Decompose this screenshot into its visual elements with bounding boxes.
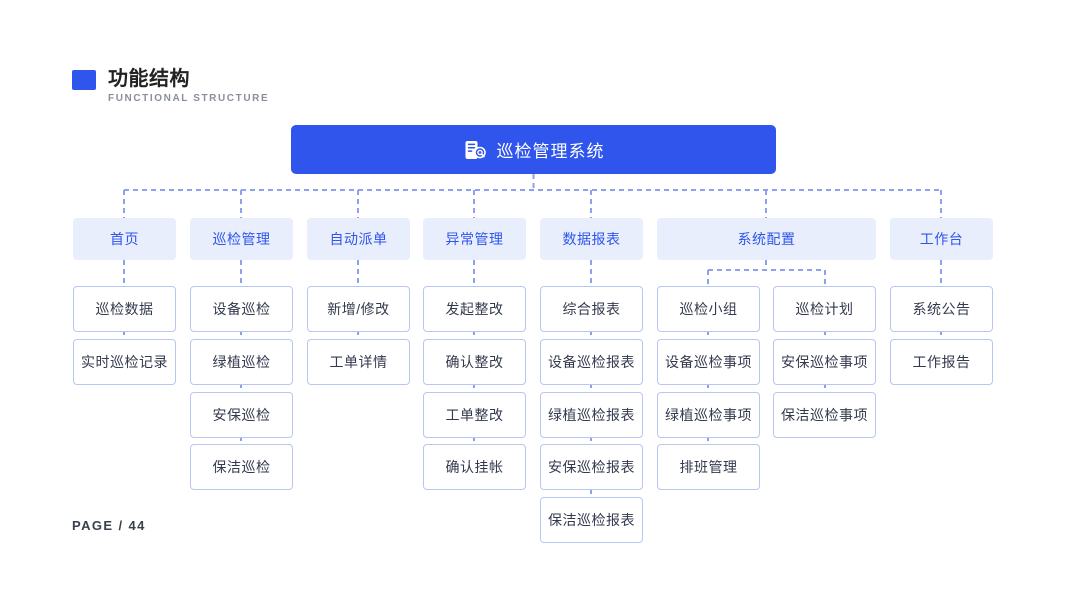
node-workbench-child-1[interactable]: 系统公告 (890, 286, 993, 332)
node-label: 安保巡检报表 (548, 459, 635, 475)
node-workbench[interactable]: 工作台 (890, 218, 993, 260)
node-system-config[interactable]: 系统配置 (657, 218, 876, 260)
inspection-app-icon (465, 140, 486, 159)
root-node[interactable]: 巡检管理系统 (291, 125, 776, 174)
page-subtitle: FUNCTIONAL STRUCTURE (108, 93, 270, 104)
node-inspection-management-label: 巡检管理 (212, 231, 271, 247)
node-inspection-management[interactable]: 巡检管理 (190, 218, 293, 260)
node-label: 工作报告 (912, 354, 971, 370)
node-home-child-2[interactable]: 实时巡检记录 (73, 339, 176, 385)
node-exception-management-child-3[interactable]: 工单整改 (423, 392, 526, 438)
node-auto-dispatch-child-1[interactable]: 新增/修改 (307, 286, 410, 332)
node-home-label: 首页 (110, 231, 139, 247)
node-data-reports-child-2[interactable]: 设备巡检报表 (540, 339, 643, 385)
node-exception-management-child-4[interactable]: 确认挂帐 (423, 444, 526, 490)
node-label: 确认挂帐 (445, 459, 504, 475)
node-home-child-1[interactable]: 巡检数据 (73, 286, 176, 332)
node-label: 系统公告 (912, 301, 971, 317)
root-node-label: 巡检管理系统 (496, 142, 605, 161)
node-workbench-child-2[interactable]: 工作报告 (890, 339, 993, 385)
node-auto-dispatch-child-2[interactable]: 工单详情 (307, 339, 410, 385)
node-data-reports[interactable]: 数据报表 (540, 218, 643, 260)
node-label: 巡检计划 (795, 301, 854, 317)
node-data-reports-child-1[interactable]: 综合报表 (540, 286, 643, 332)
page-title: 功能结构 (108, 68, 190, 90)
header-accent-square (72, 70, 96, 90)
node-label: 设备巡检事项 (665, 354, 752, 370)
node-system-config-child-l4[interactable]: 排班管理 (657, 444, 760, 490)
node-label: 保洁巡检事项 (781, 407, 868, 423)
node-label: 工单整改 (445, 407, 504, 423)
node-label: 发起整改 (445, 301, 504, 317)
node-system-config-child-l2[interactable]: 设备巡检事项 (657, 339, 760, 385)
node-exception-management-child-1[interactable]: 发起整改 (423, 286, 526, 332)
node-label: 安保巡检 (212, 407, 271, 423)
node-exception-management-child-2[interactable]: 确认整改 (423, 339, 526, 385)
node-system-config-child-r3[interactable]: 保洁巡检事项 (773, 392, 876, 438)
node-inspection-management-child-3[interactable]: 安保巡检 (190, 392, 293, 438)
node-auto-dispatch-label: 自动派单 (329, 231, 388, 247)
node-label: 确认整改 (445, 354, 504, 370)
node-data-reports-child-3[interactable]: 绿植巡检报表 (540, 392, 643, 438)
node-system-config-child-r1[interactable]: 巡检计划 (773, 286, 876, 332)
node-label: 排班管理 (679, 459, 738, 475)
node-inspection-management-child-4[interactable]: 保洁巡检 (190, 444, 293, 490)
node-label: 绿植巡检 (212, 354, 271, 370)
node-label: 工单详情 (329, 354, 388, 370)
node-data-reports-child-4[interactable]: 安保巡检报表 (540, 444, 643, 490)
node-home[interactable]: 首页 (73, 218, 176, 260)
node-system-config-child-l3[interactable]: 绿植巡检事项 (657, 392, 760, 438)
node-system-config-child-l1[interactable]: 巡检小组 (657, 286, 760, 332)
node-label: 保洁巡检 (212, 459, 271, 475)
node-system-config-child-r2[interactable]: 安保巡检事项 (773, 339, 876, 385)
node-workbench-label: 工作台 (919, 231, 964, 247)
node-inspection-management-child-2[interactable]: 绿植巡检 (190, 339, 293, 385)
node-auto-dispatch[interactable]: 自动派单 (307, 218, 410, 260)
node-label: 保洁巡检报表 (548, 512, 635, 528)
node-label: 巡检小组 (679, 301, 738, 317)
node-data-reports-child-5[interactable]: 保洁巡检报表 (540, 497, 643, 543)
node-label: 绿植巡检事项 (665, 407, 752, 423)
node-system-config-label: 系统配置 (737, 231, 796, 247)
node-label: 实时巡检记录 (81, 354, 168, 370)
page-number: PAGE / 44 (72, 518, 146, 533)
node-label: 新增/修改 (327, 301, 390, 317)
node-label: 综合报表 (562, 301, 621, 317)
node-label: 设备巡检 (212, 301, 271, 317)
node-exception-management-label: 异常管理 (445, 231, 504, 247)
node-data-reports-label: 数据报表 (562, 231, 621, 247)
node-inspection-management-child-1[interactable]: 设备巡检 (190, 286, 293, 332)
node-label: 巡检数据 (95, 301, 154, 317)
node-exception-management[interactable]: 异常管理 (423, 218, 526, 260)
node-label: 绿植巡检报表 (548, 407, 635, 423)
node-label: 安保巡检事项 (781, 354, 868, 370)
node-label: 设备巡检报表 (548, 354, 635, 370)
